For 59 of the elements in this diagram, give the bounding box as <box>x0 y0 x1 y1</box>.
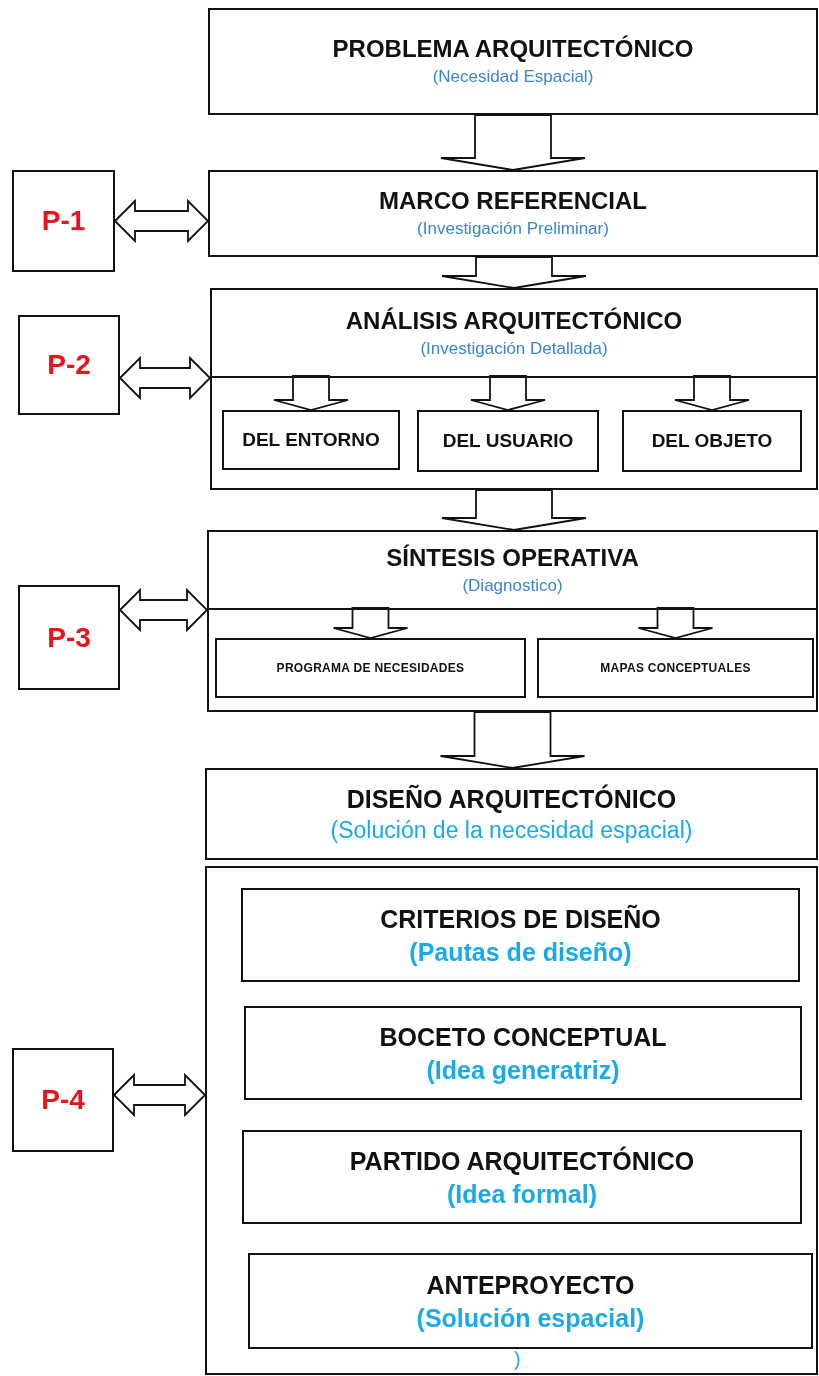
process-box <box>622 410 802 472</box>
process-box <box>537 638 814 698</box>
box-heading: DEL USUARIO <box>442 429 574 453</box>
box-heading: PROBLEMA ARQUITECTÓNICO <box>332 35 694 65</box>
box-subtitle: (Necesidad Espacial) <box>432 67 594 88</box>
box-heading: BOCETO CONCEPTUAL <box>379 1021 667 1052</box>
step-box <box>12 170 115 272</box>
process-box <box>208 170 818 257</box>
block-arrow <box>441 256 587 289</box>
step-label: P-3 <box>47 621 91 654</box>
step-box <box>18 315 120 415</box>
box-heading: PARTIDO ARQUITECTÓNICO <box>349 1145 695 1176</box>
block-arrow <box>118 355 212 401</box>
box-heading: DEL OBJETO <box>651 429 773 453</box>
block-arrow <box>118 587 209 633</box>
process-box <box>215 638 526 698</box>
process-box <box>248 1253 813 1349</box>
box-subtitle: (Idea generatriz) <box>426 1054 620 1085</box>
box-subtitle: (Investigación Detallada) <box>420 338 608 360</box>
box-heading: CRITERIOS DE DISEÑO <box>380 903 661 934</box>
step-box <box>12 1048 114 1152</box>
block-arrow <box>113 198 210 244</box>
stage-box <box>207 530 818 712</box>
process-box <box>205 768 818 860</box>
process-box <box>244 1006 802 1100</box>
process-box <box>222 410 400 470</box>
block-arrow <box>273 375 349 411</box>
box-heading: ANÁLISIS ARQUITECTÓNICO <box>345 306 683 336</box>
step-label: P-2 <box>47 349 91 381</box>
block-arrow <box>439 711 586 769</box>
block-arrow <box>637 607 714 639</box>
block-arrow <box>112 1072 207 1118</box>
step-label: P-4 <box>41 1084 85 1116</box>
block-arrow <box>441 489 587 531</box>
box-subtitle: (Idea formal) <box>447 1178 597 1209</box>
box-subtitle: (Pautas de diseño) <box>409 936 632 967</box>
step-box <box>18 585 120 690</box>
step-label: P-1 <box>41 205 86 237</box>
box-subtitle: (Investigación Preliminar) <box>417 219 609 240</box>
box-heading: MARCO REFERENCIAL <box>379 187 647 217</box>
process-box <box>417 410 599 472</box>
block-arrow <box>332 607 409 639</box>
box-subtitle: (Diagnostico) <box>462 575 563 597</box>
process-box <box>208 8 818 115</box>
box-heading: PROGRAMA DE NECESIDADES <box>276 660 465 676</box>
process-box <box>241 888 800 982</box>
box-subtitle: (Solución espacial) <box>416 1302 645 1333</box>
box-heading: DISEÑO ARQUITECTÓNICO <box>346 783 677 814</box>
block-arrow <box>674 375 750 411</box>
block-arrow <box>440 114 586 171</box>
process-box <box>242 1130 802 1224</box>
stage-box <box>210 288 818 490</box>
stage-frame <box>205 866 818 1375</box>
box-heading: DEL ENTORNO <box>242 428 380 452</box>
block-arrow <box>470 375 546 411</box>
box-subtitle: (Solución de la necesidad espacial) <box>330 816 693 845</box>
box-heading: SÍNTESIS OPERATIVA <box>386 543 639 573</box>
box-heading: ANTEPROYECTO <box>426 1269 635 1300</box>
box-heading: MAPAS CONCEPTUALES <box>600 660 751 676</box>
